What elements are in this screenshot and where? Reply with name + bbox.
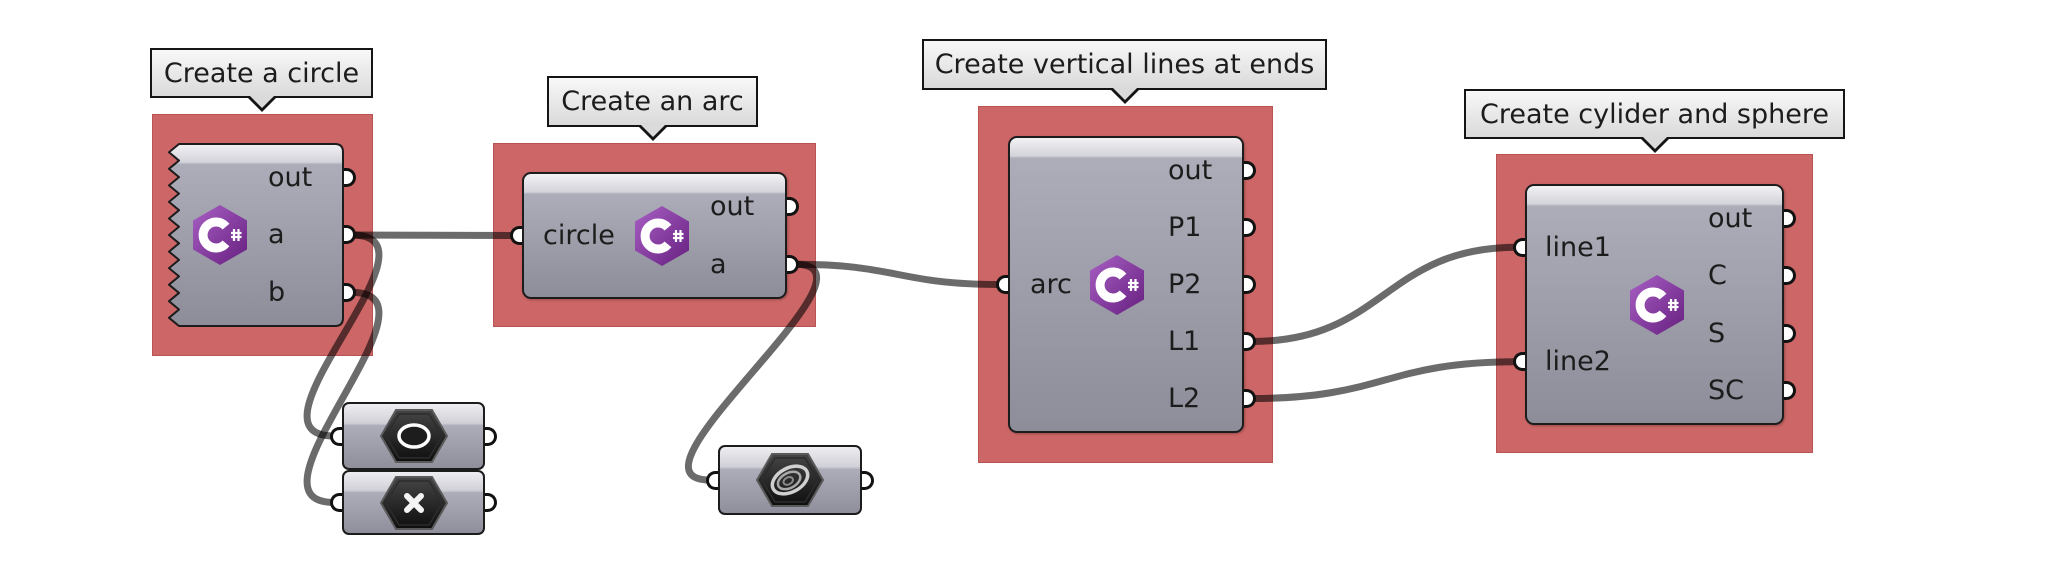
output-plugs (1784, 186, 1796, 423)
output-plug[interactable] (1784, 209, 1796, 229)
output-plug[interactable] (344, 282, 356, 302)
output-plug[interactable] (1784, 380, 1796, 400)
circle-icon (379, 408, 449, 464)
output-plugs (1244, 138, 1256, 431)
input-plugs (1513, 186, 1525, 423)
component-body (168, 143, 344, 327)
output-label[interactable]: SC (1708, 374, 1744, 406)
output-plug[interactable] (1244, 389, 1256, 408)
input-labels: arc (1030, 138, 1072, 431)
csharp-script-component[interactable]: out a b (168, 143, 356, 327)
input-plug[interactable] (1513, 352, 1525, 372)
output-label[interactable]: out (710, 191, 755, 223)
spiral-icon (755, 452, 825, 508)
circle-param[interactable] (330, 402, 497, 470)
input-plug[interactable] (330, 493, 342, 512)
output-label[interactable]: C (1708, 260, 1727, 292)
output-label[interactable]: a (268, 219, 285, 251)
output-label[interactable]: P1 (1168, 212, 1202, 243)
csharp-script-component[interactable]: arc out P1 P2 L1 L2 (996, 136, 1256, 433)
wire (791, 260, 1004, 288)
group-label: Create an arc (547, 76, 758, 141)
csharp-icon (1086, 254, 1148, 316)
input-plug[interactable] (996, 275, 1008, 294)
point-param[interactable] (330, 470, 497, 535)
output-label[interactable]: out (1708, 203, 1753, 235)
wire (348, 231, 518, 239)
output-label[interactable]: out (1168, 155, 1213, 186)
input-plugs (996, 138, 1008, 431)
output-label[interactable]: L1 (1168, 326, 1201, 357)
arc-param[interactable] (706, 445, 874, 515)
wire (1248, 243, 1521, 345)
output-label[interactable]: L2 (1168, 383, 1201, 414)
input-plug[interactable] (330, 426, 342, 446)
input-plug[interactable] (1513, 237, 1525, 257)
csharp-icon (189, 204, 251, 266)
output-plug[interactable] (862, 470, 874, 490)
group-label: Create cylider and sphere (1464, 89, 1845, 153)
output-plug[interactable] (344, 168, 356, 188)
group-label: Create a circle (150, 48, 373, 112)
output-label[interactable]: P2 (1168, 269, 1202, 300)
output-plug[interactable] (485, 426, 497, 446)
csharp-icon (631, 205, 693, 267)
output-plugs (787, 174, 799, 297)
wire (1248, 358, 1521, 402)
input-label[interactable]: circle (543, 220, 615, 251)
output-plug[interactable] (1244, 275, 1256, 294)
csharp-script-component[interactable]: line1 line2 out C S SC (1513, 184, 1796, 425)
group-label: Create vertical lines at ends (922, 39, 1327, 104)
input-plug[interactable] (706, 470, 718, 490)
input-plug[interactable] (510, 226, 522, 245)
output-label[interactable]: out (268, 162, 313, 194)
input-label[interactable]: line2 (1545, 346, 1611, 378)
csharp-script-component[interactable]: circle out a (510, 172, 799, 299)
output-plug[interactable] (1784, 323, 1796, 343)
input-label[interactable]: line1 (1545, 231, 1611, 263)
output-plug[interactable] (344, 225, 356, 245)
output-plug[interactable] (787, 254, 799, 274)
output-plug[interactable] (1784, 266, 1796, 286)
output-label[interactable]: b (268, 276, 286, 308)
output-plugs (344, 145, 356, 325)
cross-icon (379, 475, 449, 531)
output-plug[interactable] (1244, 161, 1256, 180)
input-labels: line1 line2 (1545, 186, 1611, 423)
input-label[interactable]: arc (1030, 269, 1072, 300)
output-plug[interactable] (485, 493, 497, 512)
output-plug[interactable] (1244, 332, 1256, 351)
output-label[interactable]: a (710, 248, 727, 280)
output-labels: out a (710, 174, 754, 297)
input-plugs (510, 174, 522, 297)
output-label[interactable]: S (1708, 317, 1726, 349)
output-labels: out P1 P2 L1 L2 (1168, 138, 1212, 431)
csharp-icon (1626, 274, 1688, 336)
output-labels: out C S SC (1708, 186, 1752, 423)
output-labels: out a b (268, 145, 312, 325)
output-plug[interactable] (787, 197, 799, 217)
output-plug[interactable] (1244, 218, 1256, 237)
input-labels: circle (543, 174, 615, 297)
